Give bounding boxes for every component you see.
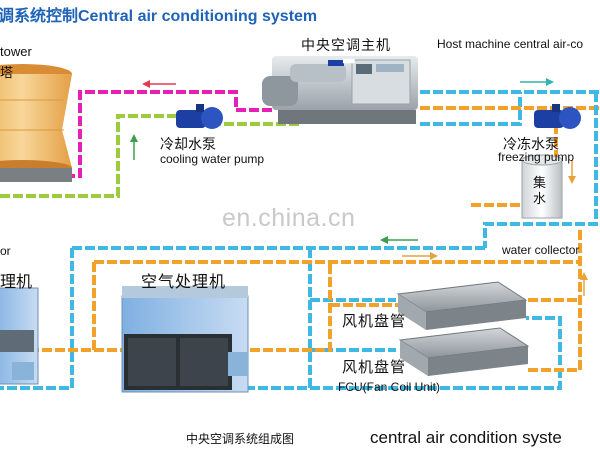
air-handler-label-cn: 空气处理机 (141, 272, 227, 291)
water-collector-icon (521, 154, 563, 219)
host-machine-label-cn: 中央空调主机 (301, 38, 391, 54)
host-machine-label-en: Host machine central air-co (437, 37, 584, 51)
left-unit-label-en: or (0, 244, 11, 258)
pipe-cyan-mid (240, 248, 312, 390)
chiller-badge: ▆▆▆ (343, 58, 355, 64)
cooling-water-pump-icon (176, 104, 223, 129)
arrow-orange-down (568, 160, 576, 184)
cooling-tower-label-en: tower (0, 44, 32, 59)
pipe-orange-right2 (528, 230, 582, 372)
fcu-label-cn-2: 风机盘管 (342, 358, 407, 376)
pipe-cyan-bottom (310, 316, 562, 390)
pipe-orange-collector (485, 230, 582, 264)
fcu-label-en: FCU(Fan Coil Unit) (338, 380, 441, 394)
pipe-cyan-right (420, 92, 522, 126)
freezing-pump-label-en: freezing pump (498, 150, 575, 164)
footer-caption-cn: 中央空调系统组成图 (186, 432, 295, 446)
arrow-green-left (380, 236, 418, 244)
watermark: en.china.cn (222, 204, 356, 232)
diagram-title: 调系统控制Central air conditioning system (0, 8, 318, 25)
flow-arrows (130, 78, 588, 296)
cooling-tower-label-cn: 塔 (0, 66, 14, 81)
cooling-pump-label-cn: 冷却水泵 (160, 137, 216, 153)
arrow-red-left (142, 80, 176, 88)
cooling-pump-label-en: cooling water pump (160, 152, 265, 166)
air-handler-icon (121, 286, 249, 393)
fcu-label-cn-1: 风机盘管 (342, 312, 407, 330)
arrow-orange-up (580, 272, 588, 296)
freezing-pump-icon (534, 104, 581, 129)
pipe-cyan-left (0, 248, 74, 390)
collector-label-en: water collector (502, 243, 580, 257)
chiller-icon (262, 56, 418, 124)
fan-coil-unit-icon-2 (398, 327, 530, 376)
left-unit-label-cn: 理机 (0, 272, 33, 291)
arrow-orange-right (402, 252, 438, 260)
cooling-tower-icon (0, 64, 72, 182)
footer-caption-en: central air condition syste (370, 428, 562, 447)
fan-coil-unit-icon-1 (396, 281, 528, 330)
left-air-handler-icon (0, 287, 39, 385)
arrow-teal-right (520, 78, 554, 86)
arrow-green-up (130, 134, 138, 160)
freezing-pump-label-cn: 冷冻水泵 (503, 137, 559, 153)
collector-label-cn: 集水 (533, 176, 547, 207)
pipe-cyan-down (483, 92, 598, 248)
